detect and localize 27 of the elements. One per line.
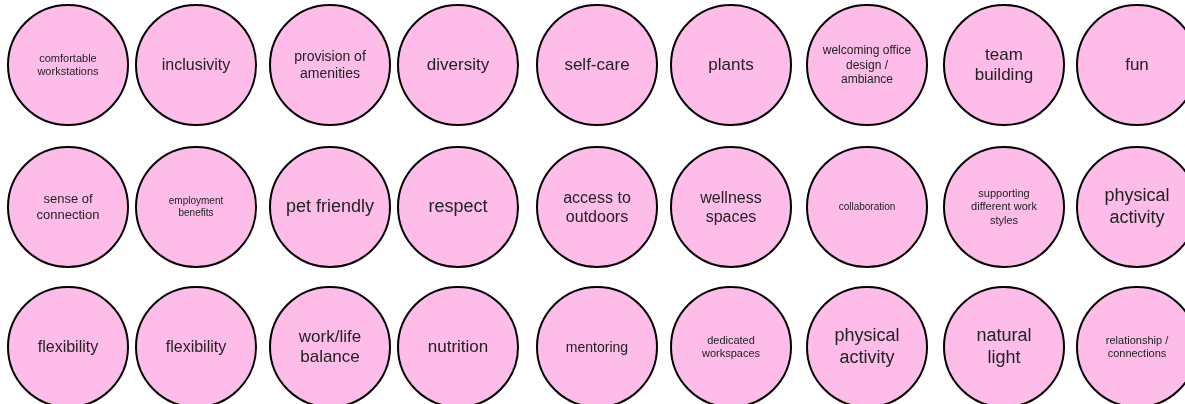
node-label: self-care bbox=[564, 54, 630, 76]
node-label: respect bbox=[428, 196, 488, 218]
node-label: nutrition bbox=[427, 336, 489, 358]
node-label: diversity bbox=[426, 54, 490, 76]
node-label: natural light bbox=[975, 325, 1033, 369]
node-label: work/life balance bbox=[297, 326, 363, 368]
node-label: sense of connection bbox=[35, 191, 101, 223]
node-label: employment benefits bbox=[167, 195, 225, 219]
node-label: fun bbox=[1125, 54, 1149, 76]
node-label: flexibility bbox=[165, 337, 227, 357]
node-label: mentoring bbox=[565, 338, 629, 356]
node-label: access to outdoors bbox=[562, 187, 632, 227]
node-label: pet friendly bbox=[285, 196, 375, 218]
node-label: collaboration bbox=[838, 201, 896, 213]
node-label: inclusivity bbox=[161, 55, 231, 75]
node-label: physical activity bbox=[833, 325, 901, 369]
node-label: flexibility bbox=[37, 337, 99, 357]
node-label: plants bbox=[708, 54, 754, 76]
node-label: relationship / connections bbox=[1104, 333, 1170, 361]
node-label: supporting different work styles bbox=[970, 187, 1038, 227]
node-label: physical activity bbox=[1103, 185, 1171, 229]
node-label: provision of amenities bbox=[293, 48, 367, 82]
node-label: comfortable workstations bbox=[36, 51, 100, 79]
node-label: team building bbox=[973, 44, 1035, 86]
node-label: dedicated workspaces bbox=[700, 333, 762, 361]
node-label: wellness spaces bbox=[699, 187, 763, 227]
node-label: welcoming office design / ambiance bbox=[822, 43, 912, 87]
